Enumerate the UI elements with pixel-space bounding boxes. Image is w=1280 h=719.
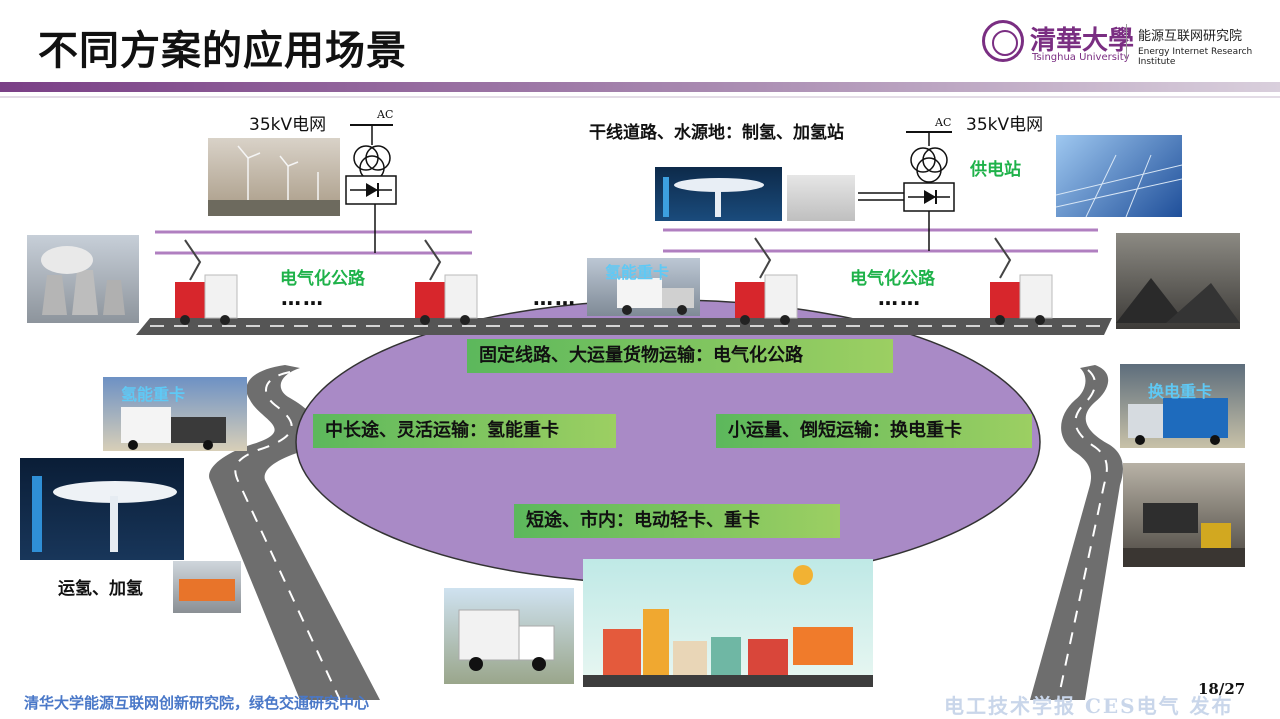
hydrogen-station-image-top: [655, 167, 782, 221]
dots-right: ……: [878, 286, 922, 310]
scenario-fixed-route: 固定线路、大运量货物运输：电气化公路: [467, 339, 893, 373]
truck-left-2: [415, 239, 478, 325]
coal-mine-image: [1116, 233, 1240, 329]
footer-watermark: 电工技术学报 CES电气 发布: [944, 694, 1234, 718]
hydrogen-truck-center-label: 氢能重卡: [605, 263, 670, 282]
grid-left-label: 35kV电网: [249, 115, 327, 135]
power-plant-image: [27, 235, 139, 323]
left-road-center-line: [234, 371, 341, 701]
top-center-label: 干线道路、水源地：制氢、加氢站: [589, 123, 844, 143]
dots-mid: ……: [533, 286, 577, 310]
swap-truck-label: 换电重卡: [1148, 382, 1213, 401]
solar-panel-image: [1056, 135, 1182, 217]
transport-hydrogen-label: 运氢、加氢: [58, 579, 143, 599]
electrified-road-right-label: 电气化公路: [850, 269, 935, 289]
university-seal-icon: [982, 20, 1024, 62]
dots-left: ……: [281, 286, 325, 310]
wind-farm-image: [208, 138, 340, 216]
electrified-road-left-label: 电气化公路: [280, 269, 365, 289]
scenario-short-city: 短途、市内：电动轻卡、重卡: [514, 504, 840, 538]
swap-truck-image: [1120, 364, 1245, 448]
hydrogen-tube-trailer-image: [173, 561, 241, 613]
university-logo-en: Tsinghua University: [1032, 52, 1130, 63]
footer-organization: 清华大学能源互联网创新研究院，绿色交通研究中心: [24, 694, 370, 712]
truck-right-2: [990, 237, 1053, 325]
scenario-small-volume: 小运量、倒短运输：换电重卡: [716, 414, 1032, 448]
page-title: 不同方案的应用场景: [38, 28, 407, 74]
ac-right-label: AC: [935, 116, 952, 129]
coal-loading-image: [1123, 463, 1245, 567]
electric-light-truck-image: [444, 588, 574, 684]
header-bar: [0, 82, 1280, 92]
header-line: [0, 96, 1280, 98]
left-road: [209, 365, 380, 700]
institute-name-cn: 能源互联网研究院: [1138, 29, 1243, 44]
ac-left-label: AC: [377, 108, 394, 121]
grid-right-label: 35kV电网: [966, 115, 1044, 135]
city-delivery-illustration: [583, 559, 873, 687]
truck-right-1: [735, 237, 798, 325]
logo-divider: [1126, 24, 1127, 60]
truck-left-1: [175, 239, 238, 325]
page-number: 18/27: [1198, 680, 1246, 698]
electrolyzer-image: [787, 175, 855, 221]
hydrogen-truck-left-label: 氢能重卡: [121, 385, 186, 404]
hydrogen-station-image-left: [20, 458, 184, 560]
hydrogen-truck-image-left: [103, 377, 247, 451]
institute-name-en: Energy Internet Research Institute: [1138, 47, 1253, 67]
power-station-label: 供电站: [970, 160, 1021, 180]
scenario-medium-long: 中长途、灵活运输：氢能重卡: [313, 414, 616, 448]
right-road-center-line: [1057, 369, 1108, 701]
right-road: [1030, 365, 1123, 700]
university-logo-cn: 清華大學: [1030, 26, 1135, 56]
main-road: [136, 318, 1112, 335]
hydrogen-truck-image-center: [587, 258, 700, 316]
